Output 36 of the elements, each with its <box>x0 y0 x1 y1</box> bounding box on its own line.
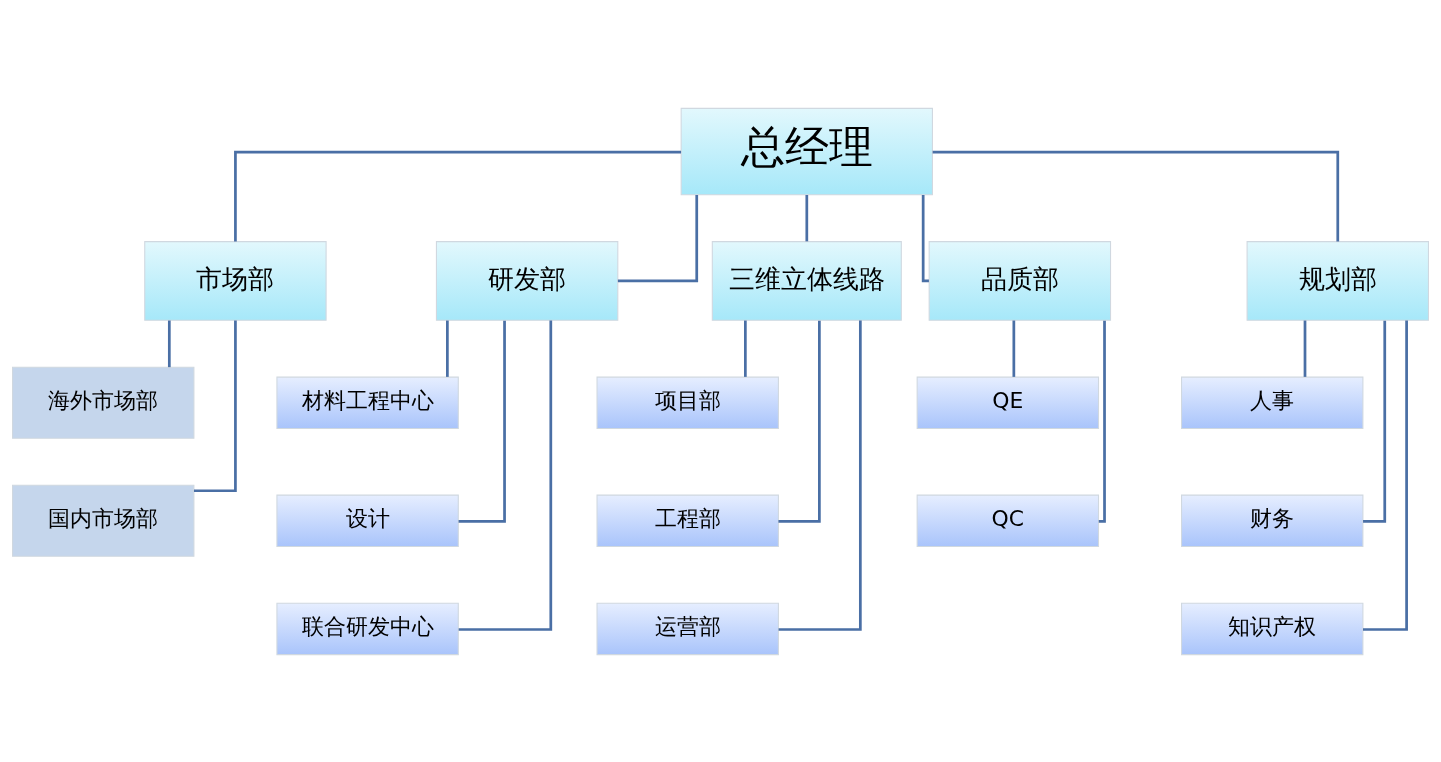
connector <box>932 150 1340 242</box>
node-box: 项目部 <box>596 376 779 429</box>
connector <box>1363 320 1408 631</box>
connector <box>193 319 237 492</box>
node-box: 知识产权 <box>1181 602 1364 655</box>
connector <box>617 194 699 282</box>
node-box: 品质部 <box>928 240 1112 321</box>
node-box: 总经理 <box>680 107 933 195</box>
connector <box>446 320 449 377</box>
node-box: 国内市场部 <box>12 484 195 557</box>
node-box: 工程部 <box>596 494 779 547</box>
connector <box>167 320 171 367</box>
connector <box>234 150 682 242</box>
node-box: QE <box>916 376 1100 429</box>
connector <box>805 194 809 241</box>
node-box: 材料工程中心 <box>276 376 459 429</box>
connector <box>458 320 506 523</box>
connector <box>1098 320 1106 523</box>
connector <box>1303 320 1307 377</box>
node-box: 海外市场部 <box>12 366 195 439</box>
node-box: 财务 <box>1181 494 1364 547</box>
connector <box>778 320 821 523</box>
node-box: 运营部 <box>596 602 779 655</box>
connector <box>1012 320 1016 377</box>
node-box: 三维立体线路 <box>711 240 902 321</box>
connector <box>458 320 553 631</box>
connector <box>744 320 747 377</box>
node-box: QC <box>916 494 1100 547</box>
node-box: 人事 <box>1181 376 1364 429</box>
connector <box>778 320 862 631</box>
node-box: 研发部 <box>435 240 619 321</box>
node-box: 规划部 <box>1246 240 1429 321</box>
node-box: 市场部 <box>144 240 327 321</box>
node-box: 设计 <box>276 494 459 547</box>
connector <box>921 194 929 282</box>
node-box: 联合研发中心 <box>276 602 459 655</box>
